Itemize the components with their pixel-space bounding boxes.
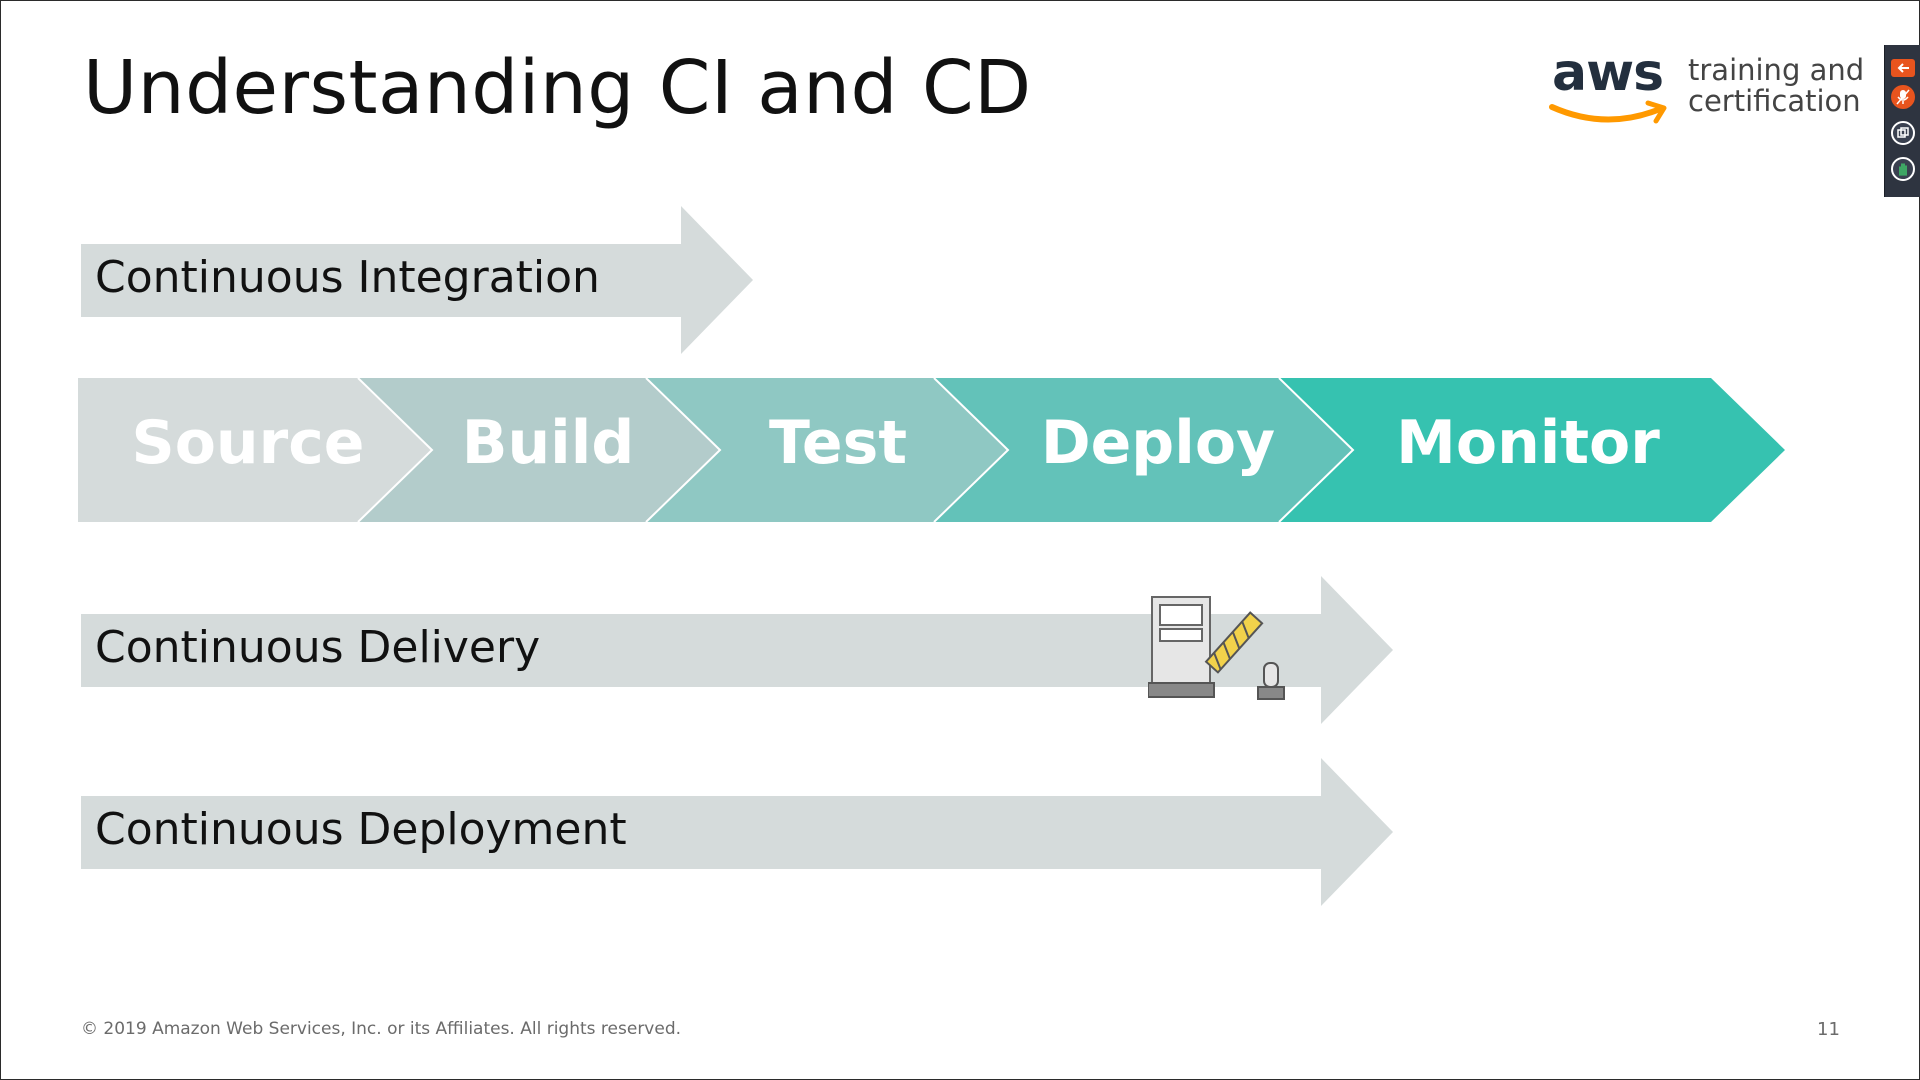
toll-gate-icon bbox=[1148, 596, 1285, 700]
continuous-integration-arrow: Continuous Integration bbox=[81, 206, 753, 356]
pipeline-chevrons: Source Build Test Deploy Monitor bbox=[78, 377, 1785, 523]
exit-icon[interactable] bbox=[1891, 59, 1915, 77]
stage-test: Test bbox=[768, 408, 908, 478]
stage-source: Source bbox=[131, 408, 365, 478]
stage-shape-source bbox=[78, 378, 432, 522]
stage-shape-monitor bbox=[1279, 378, 1785, 522]
logo-subtitle-line2: certification bbox=[1688, 84, 1861, 118]
stage-build: Build bbox=[461, 408, 635, 478]
delivery-arrow-shape bbox=[81, 576, 1393, 724]
microphone-icon[interactable] bbox=[1891, 85, 1915, 109]
stage-shape-build bbox=[358, 378, 720, 522]
stage-monitor: Monitor bbox=[1396, 408, 1660, 478]
deployment-label: Continuous Deployment bbox=[95, 804, 627, 855]
smile-arrow-icon bbox=[1549, 100, 1667, 124]
logo-wordmark: aws bbox=[1552, 43, 1664, 103]
ci-label: Continuous Integration bbox=[95, 252, 600, 303]
aws-logo: aws training and certification bbox=[1546, 43, 1864, 141]
pipeline-shapes bbox=[78, 377, 1785, 523]
continuous-delivery-arrow: Continuous Delivery bbox=[81, 576, 1393, 726]
delivery-label: Continuous Delivery bbox=[95, 622, 541, 673]
ci-arrow-shape bbox=[81, 206, 753, 354]
logo-subtitle-line1: training and bbox=[1688, 53, 1865, 87]
slide-title: Understanding CI and CD bbox=[83, 45, 1032, 131]
stage-shape-test bbox=[646, 378, 1008, 522]
continuous-deployment-arrow: Continuous Deployment bbox=[81, 758, 1393, 908]
stage-deploy: Deploy bbox=[1040, 408, 1276, 478]
hand-raise-icon[interactable] bbox=[1891, 157, 1915, 181]
copyright-footer: © 2019 Amazon Web Services, Inc. or its … bbox=[81, 1019, 682, 1039]
window-icon[interactable] bbox=[1891, 121, 1915, 145]
deployment-arrow-shape bbox=[81, 758, 1393, 906]
logo-subtitle: training and certification bbox=[1688, 55, 1868, 117]
presenter-toolbar bbox=[1884, 45, 1920, 197]
page-number: 11 bbox=[1817, 1019, 1840, 1040]
stage-shape-deploy bbox=[934, 378, 1353, 522]
